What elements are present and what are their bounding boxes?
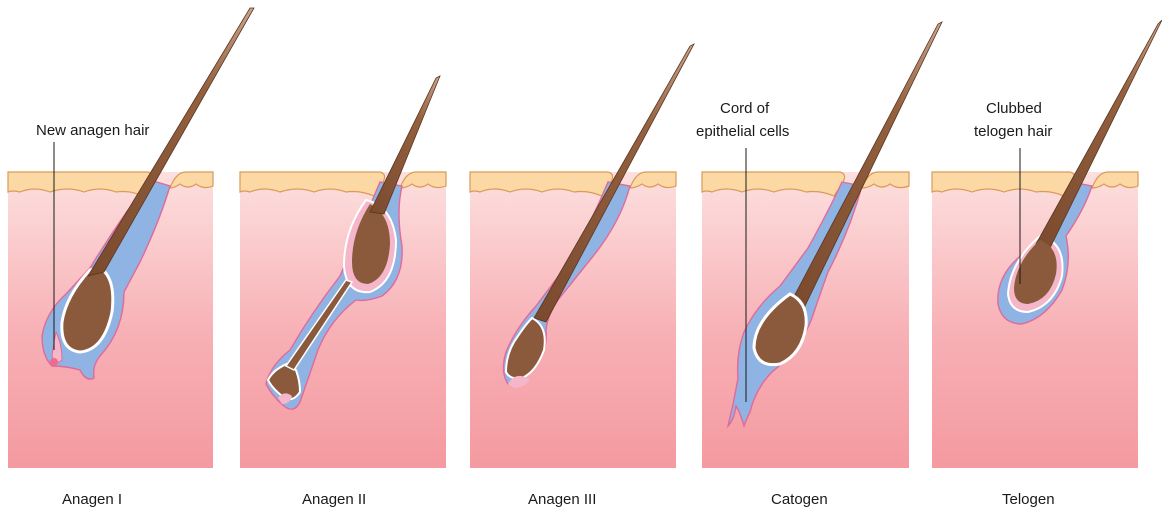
panel-anagen-3: Anagen III xyxy=(470,44,694,508)
stage-label-anagen-3: Anagen III xyxy=(528,491,596,508)
label-cord-line1: Cord of xyxy=(720,100,770,117)
label-cord-line2: epithelial cells xyxy=(696,123,789,140)
stage-label-anagen-1: Anagen I xyxy=(62,491,122,508)
label-clubbed-line1: Clubbed xyxy=(986,100,1042,117)
panel-anagen-1: New anagen hair Anagen I xyxy=(8,8,254,508)
skin-block xyxy=(240,172,446,468)
stage-label-anagen-2: Anagen II xyxy=(302,491,366,508)
stage-label-catogen: Catogen xyxy=(771,491,828,508)
panel-telogen: Clubbed telogen hair Telogen xyxy=(932,20,1162,508)
stage-label-telogen: Telogen xyxy=(1002,491,1055,508)
panel-catogen: Cord of epithelial cells Catogen xyxy=(696,22,942,508)
panel-anagen-2: Anagen II xyxy=(240,76,446,508)
label-clubbed-line2: telogen hair xyxy=(974,123,1052,140)
skin-block xyxy=(470,172,676,468)
skin-block xyxy=(932,172,1138,468)
label-new-anagen-hair: New anagen hair xyxy=(36,122,149,139)
papilla-dot xyxy=(50,358,58,366)
